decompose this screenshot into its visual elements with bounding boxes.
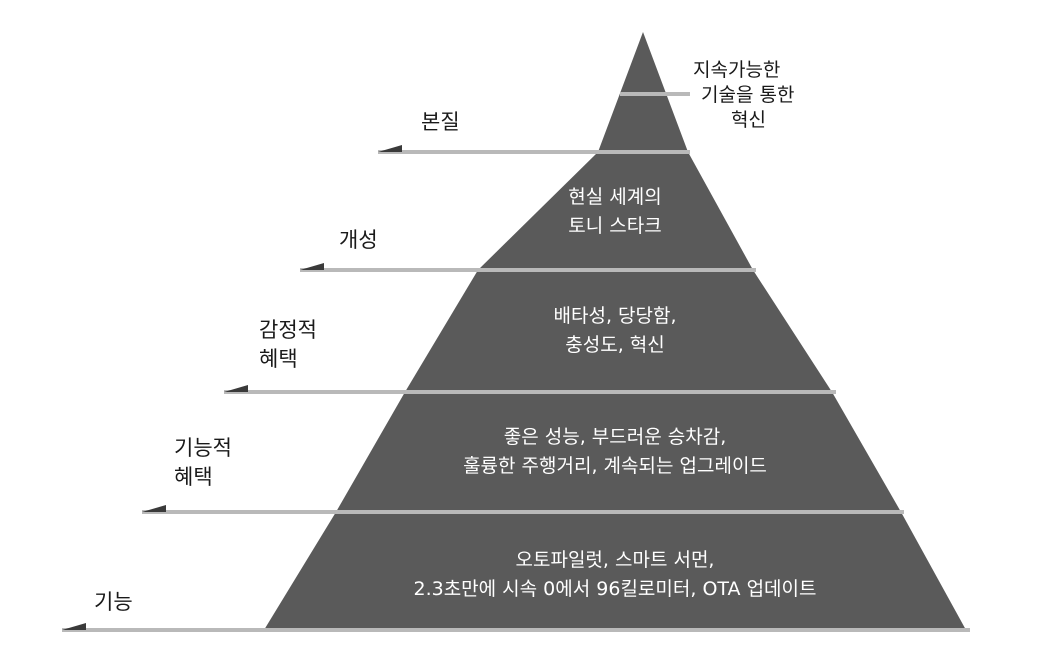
level-label-personality: 개성 bbox=[339, 228, 378, 252]
apex-note-line-1: 지속가능한 bbox=[693, 59, 781, 81]
arrow-head-icon bbox=[300, 263, 324, 270]
level-label-function: 기능 bbox=[94, 590, 133, 614]
apex-note-line-2: 기술을 통한 bbox=[701, 84, 795, 106]
arrow-head-icon bbox=[62, 623, 86, 630]
arrow-head-icon bbox=[142, 505, 166, 512]
apex-note: 지속가능한 기술을 통한 혁신 bbox=[693, 58, 794, 133]
apex-note-line-3: 혁신 bbox=[731, 109, 766, 131]
tier-text-personality: 현실 세계의 토니 스타크 bbox=[568, 186, 662, 237]
tier-emotional bbox=[405, 270, 832, 392]
tier-text-emotional: 배타성, 당당함, 충성도, 혁신 bbox=[553, 305, 677, 356]
tier-function bbox=[264, 512, 966, 630]
arrow-head-icon bbox=[378, 145, 402, 152]
level-label-emotional-benefit: 감정적 혜택 bbox=[259, 318, 317, 371]
arrow-head-icon bbox=[224, 385, 248, 392]
tier-personality bbox=[478, 152, 753, 270]
level-label-functional-benefit: 기능적 혜택 bbox=[174, 436, 232, 489]
tier-text-function: 오토파일럿, 스마트 서먼, 2.3초만에 시속 0에서 96킬로미터, OTA… bbox=[413, 549, 817, 600]
level-label-essence: 본질 bbox=[421, 110, 460, 134]
tier-text-functional-benefit: 좋은 성능, 부드러운 승차감, 훌륭한 주행거리, 계속되는 업그레이드 bbox=[463, 426, 767, 477]
tier-functional-benefit bbox=[336, 392, 901, 512]
